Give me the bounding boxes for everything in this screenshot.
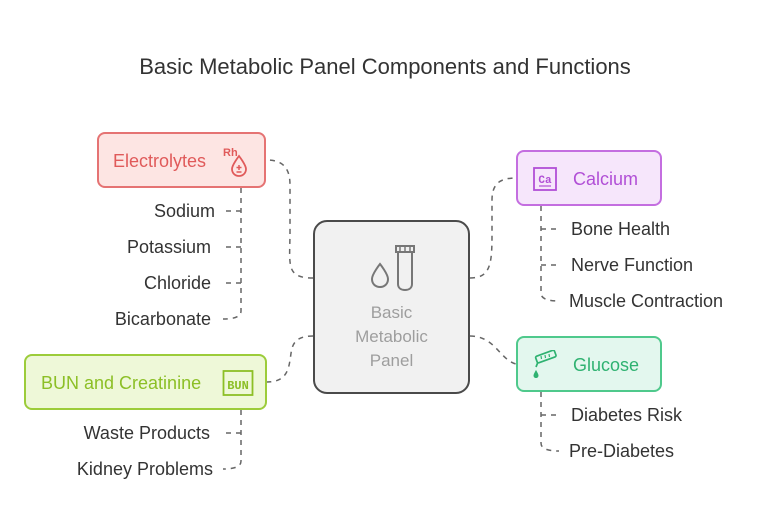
- electrolytes-label: Electrolytes: [113, 151, 207, 171]
- svg-text:Ca: Ca: [538, 175, 552, 187]
- connector-glucose: [469, 335, 517, 365]
- list-item: Muscle Contraction: [569, 291, 724, 311]
- glucose-box: Glucose: [516, 336, 662, 392]
- bun-creatinine-box: BUN and Creatinine BUN: [24, 354, 267, 410]
- test-tube-drop-icon: [368, 244, 418, 299]
- glucose-meter-icon: [532, 349, 560, 385]
- center-node: Basic Metabolic Panel: [313, 220, 470, 394]
- trunk-glucose: [540, 392, 560, 452]
- connector-calcium: [469, 177, 517, 279]
- list-item: Diabetes Risk: [571, 405, 683, 425]
- bun-badge-icon: BUN: [222, 369, 254, 402]
- bun-creatinine-label: BUN and Creatinine: [41, 373, 202, 393]
- svg-text:BUN: BUN: [227, 379, 249, 393]
- list-item: Pre-Diabetes: [569, 441, 675, 461]
- calcium-label: Calcium: [573, 169, 639, 189]
- trunk-calcium: [540, 206, 560, 302]
- list-item: Chloride: [143, 273, 211, 293]
- list-item: Potassium: [126, 237, 211, 257]
- list-item: Bicarbonate: [114, 309, 211, 329]
- list-item: Nerve Function: [571, 255, 694, 275]
- calcium-box: Ca Calcium: [516, 150, 662, 206]
- trunk-bun: [222, 410, 242, 470]
- connector-bun: [266, 335, 314, 383]
- center-label: Basic Metabolic Panel: [355, 303, 428, 370]
- list-item: Sodium: [153, 201, 215, 221]
- glucose-label: Glucose: [573, 355, 640, 375]
- connector-electrolytes: [265, 159, 314, 279]
- element-ca-icon: Ca: [532, 166, 558, 197]
- list-item: Kidney Problems: [76, 459, 213, 479]
- trunk-electrolytes: [222, 188, 242, 320]
- list-item: Waste Products: [83, 423, 210, 443]
- list-item: Bone Health: [571, 219, 671, 239]
- svg-text:Rh: Rh: [223, 147, 238, 159]
- diagram-title: Basic Metabolic Panel Components and Fun…: [139, 54, 631, 79]
- electrolytes-box: Electrolytes Rh: [97, 132, 266, 188]
- blood-drop-rh-icon: Rh: [221, 144, 253, 183]
